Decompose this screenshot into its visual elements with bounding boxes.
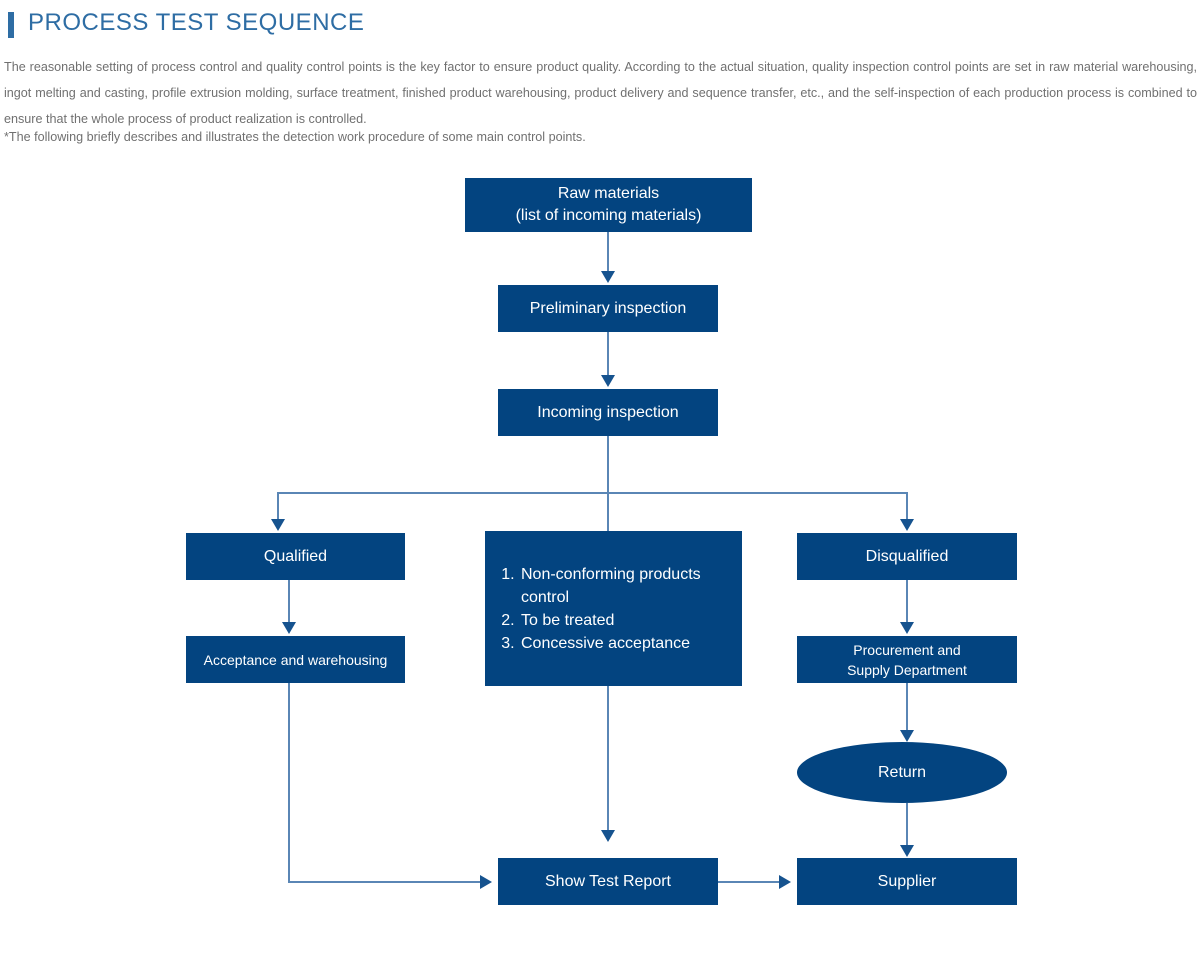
- node-show-test-report-label: Show Test Report: [545, 872, 671, 890]
- node-supplier[interactable]: Supplier: [797, 858, 1017, 905]
- connector-incoming-to-bus: [607, 436, 609, 494]
- node-preliminary-inspection[interactable]: Preliminary inspection: [498, 285, 718, 332]
- nonconforming-list-item: Non-conforming products control: [519, 563, 742, 609]
- arrowhead-report-to-supplier: [779, 875, 791, 889]
- arrowhead-raw-to-preliminary: [601, 271, 615, 283]
- connector-bus-horizontal: [277, 492, 908, 494]
- connector-preliminary-to-incoming: [607, 332, 609, 377]
- node-supplier-label: Supplier: [877, 872, 937, 890]
- arrowhead-preliminary-to-incoming: [601, 375, 615, 387]
- node-incoming-inspection[interactable]: Incoming inspection: [498, 389, 718, 436]
- arrowhead-qualified-to-acceptance: [282, 622, 296, 634]
- arrowhead-bus-to-qualified: [271, 519, 285, 531]
- node-disqualified-label: Disqualified: [865, 547, 949, 565]
- node-preliminary-inspection-label: Preliminary inspection: [529, 299, 687, 317]
- node-return[interactable]: Return: [797, 742, 1007, 803]
- title-accent-bar: [8, 12, 14, 38]
- arrowhead-nonconforming-to-report: [601, 830, 615, 842]
- node-procurement-line1: Procurement and: [853, 641, 961, 658]
- node-incoming-inspection-label: Incoming inspection: [537, 403, 679, 421]
- page-header: PROCESS TEST SEQUENCE: [0, 0, 1201, 46]
- connector-qualified-to-acceptance: [288, 580, 290, 624]
- connector-raw-to-preliminary: [607, 232, 609, 273]
- node-acceptance-and-warehousing[interactable]: Acceptance and warehousing: [186, 636, 405, 683]
- node-show-test-report[interactable]: Show Test Report: [498, 858, 718, 905]
- arrowhead-procurement-to-return: [900, 730, 914, 742]
- arrowhead-acceptance-to-report: [480, 875, 492, 889]
- arrowhead-bus-to-disqualified: [900, 519, 914, 531]
- node-return-label: Return: [877, 763, 927, 781]
- connector-acceptance-to-report-vertical: [288, 683, 290, 882]
- page-title: PROCESS TEST SEQUENCE: [28, 9, 365, 36]
- nonconforming-list: Non-conforming products control To be tr…: [499, 563, 742, 655]
- node-qualified-label: Qualified: [263, 547, 328, 565]
- node-nonconforming-products[interactable]: Non-conforming products control To be tr…: [485, 531, 742, 686]
- connector-bus-to-nonconforming: [607, 492, 609, 531]
- connector-report-to-supplier: [718, 881, 779, 883]
- node-qualified[interactable]: Qualified: [186, 533, 405, 580]
- connector-acceptance-to-report-horizontal: [288, 881, 480, 883]
- intro-paragraph: The reasonable setting of process contro…: [4, 60, 1197, 126]
- connector-procurement-to-return: [906, 683, 908, 732]
- arrowhead-return-to-supplier: [900, 845, 914, 857]
- connector-bus-to-disqualified: [906, 492, 908, 521]
- connector-bus-to-qualified: [277, 492, 279, 521]
- intro-note: *The following briefly describes and ill…: [4, 130, 586, 144]
- arrowhead-disqualified-to-procurement: [900, 622, 914, 634]
- node-raw-materials-line1: Raw materials: [557, 185, 660, 202]
- nonconforming-list-item: Concessive acceptance: [519, 632, 742, 655]
- node-disqualified[interactable]: Disqualified: [797, 533, 1017, 580]
- node-procurement-line2: Supply Department: [847, 661, 967, 678]
- node-raw-materials[interactable]: Raw materials (list of incoming material…: [465, 178, 752, 232]
- node-raw-materials-line2: (list of incoming materials): [515, 207, 702, 224]
- nonconforming-list-item: To be treated: [519, 609, 742, 632]
- node-procurement-supply-department[interactable]: Procurement and Supply Department: [797, 636, 1017, 683]
- connector-disqualified-to-procurement: [906, 580, 908, 624]
- node-acceptance-and-warehousing-label: Acceptance and warehousing: [203, 651, 388, 668]
- connector-nonconforming-to-report: [607, 686, 609, 832]
- connector-return-to-supplier: [906, 803, 908, 848]
